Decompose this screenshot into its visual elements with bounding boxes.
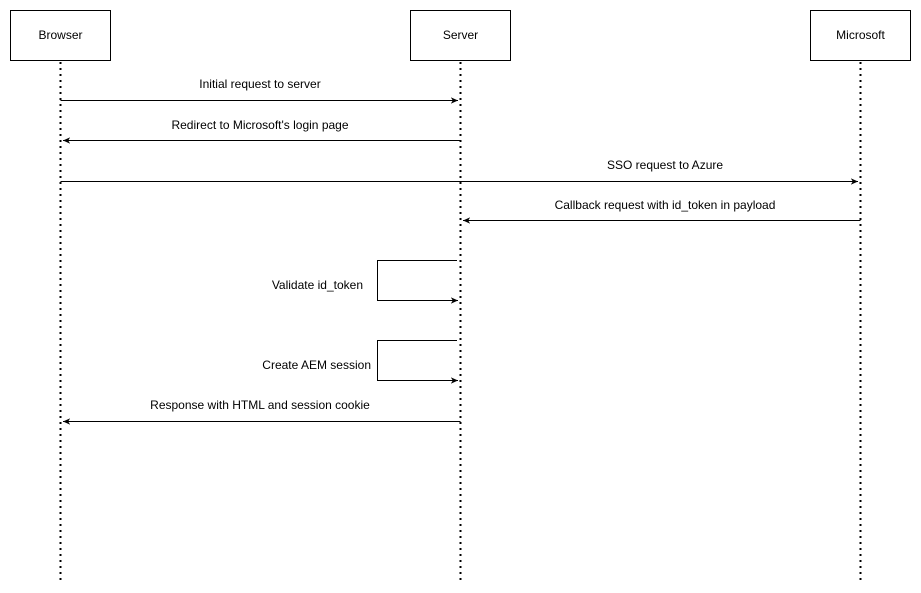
message-response-cookie: Response with HTML and session cookie [63,398,461,425]
message-sso-request: SSO request to Azure [60,158,858,185]
message-initial-request: Initial request to server [60,77,458,104]
message-create-session: Create AEM session [262,340,458,384]
actor-box-browser [10,10,111,61]
actor-label-browser: Browser [38,28,82,42]
actor-box-microsoft [810,10,911,61]
actor-box-server [410,10,511,61]
participant-browser: Browser [10,10,111,580]
message-label: Create AEM session [262,358,371,372]
message-redirect-login: Redirect to Microsoft's login page [63,118,461,144]
participant-server: Server [410,10,511,580]
actor-label-server: Server [443,28,478,42]
message-arrow [377,260,458,304]
message-label: Validate id_token [272,278,363,292]
message-validate-token: Validate id_token [272,260,458,304]
message-callback-request: Callback request with id_token in payloa… [463,198,861,224]
message-arrow [377,340,458,384]
participant-microsoft: Microsoft [810,10,911,580]
message-label: Redirect to Microsoft's login page [171,118,348,132]
message-label: SSO request to Azure [607,158,723,172]
message-label: Initial request to server [199,77,320,91]
message-label: Callback request with id_token in payloa… [555,198,776,212]
message-label: Response with HTML and session cookie [150,398,370,412]
actor-label-microsoft: Microsoft [836,28,885,42]
